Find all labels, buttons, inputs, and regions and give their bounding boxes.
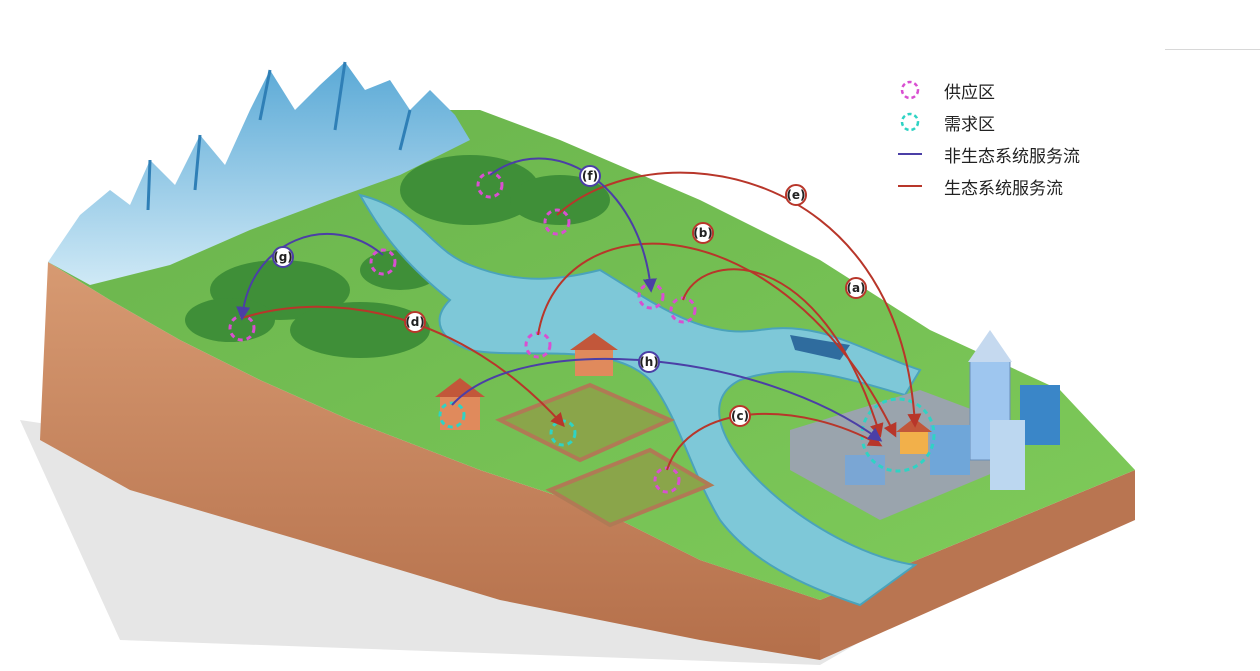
flow-label-f: (f) [579,165,601,187]
supply-circle-icon [898,78,922,102]
soil-front-face [40,262,820,660]
forest [185,155,610,358]
svg-text:(d): (d) [405,315,425,329]
svg-text:(h): (h) [639,355,659,369]
flow-label-d: (d) [404,311,426,333]
svg-text:(f): (f) [582,169,598,183]
flow-g-path [236,232,384,321]
legend-supply: 供应区 [898,74,1128,106]
legend-non-eco-flow: 非生态系统服务流 [898,138,1128,170]
flow-label-e: (e) [785,184,807,206]
demand-circle-icon [898,110,922,134]
flow-c-path [666,412,883,471]
city [790,330,1060,520]
svg-text:(g): (g) [273,250,293,264]
river [357,193,922,607]
legend-eco-flow: 生态系统服务流 [898,170,1128,202]
svg-text:(a): (a) [846,281,865,295]
flow-label-g: (g) [272,246,294,268]
flow-d-path [241,305,565,428]
blue-line-icon [898,142,922,166]
svg-text:(b): (b) [693,226,713,240]
legend: 供应区 需求区 非生态系统服务流 生态系统服务流 [898,74,1128,202]
flow-label-h: (h) [638,351,660,373]
cargo-ship [790,335,850,360]
flow-label-b: (b) [692,222,714,244]
top-right-rule [1165,49,1260,50]
legend-demand: 需求区 [898,106,1128,138]
flow-label-c: (c) [729,405,751,427]
svg-text:(c): (c) [731,409,749,423]
svg-text:(e): (e) [786,188,805,202]
flow-b-path [537,242,897,438]
soil-right-face [820,470,1135,660]
mountain-range [48,61,470,285]
flow-label-a: (a) [845,277,867,299]
flow-a-path [682,268,884,438]
red-line-icon [898,174,922,198]
